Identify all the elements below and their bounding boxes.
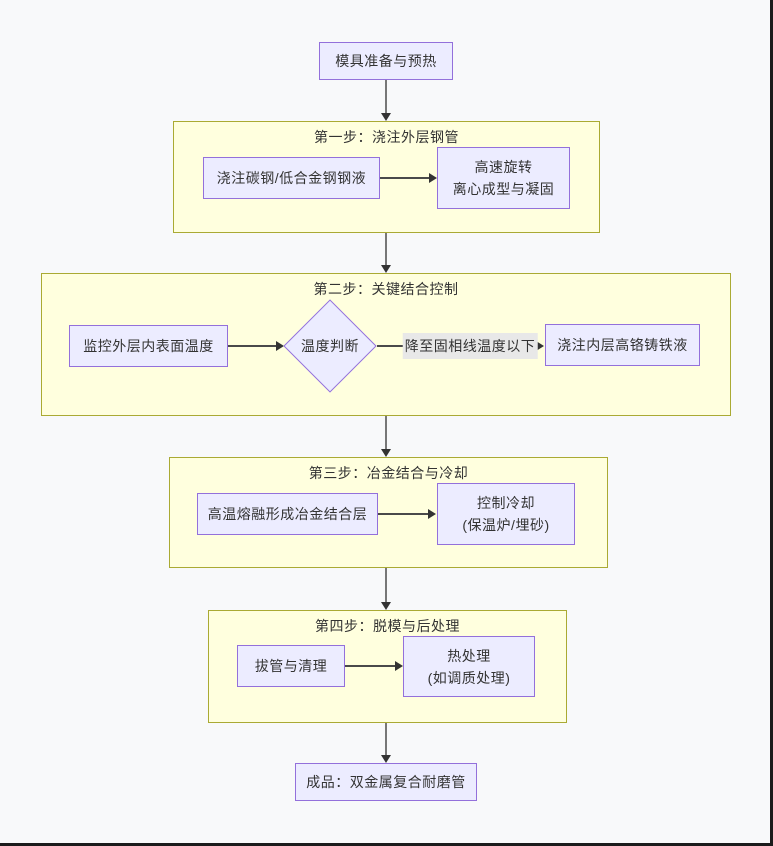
node-mold-preparation: 模具准备与预热 [319,42,453,80]
subgraph-step3-title: 第三步：冶金结合与冷却 [308,465,469,481]
node-final-product: 成品：双金属复合耐磨管 [295,763,477,801]
connector-step4-to-end [385,723,387,756]
node-strip-and-clean: 拔管与清理 [237,645,345,687]
decision-temperature: 温度判断 [283,299,377,393]
node-centrifugal-forming-line2: 离心成型与凝固 [452,181,555,197]
node-final-product-label: 成品：双金属复合耐磨管 [306,774,466,790]
node-mold-preparation-label: 模具准备与预热 [335,53,437,69]
node-metallurgical-bond: 高温熔融形成冶金结合层 [197,493,378,535]
subgraph-step2-title: 第二步：关键结合控制 [313,281,459,297]
node-metallurgical-bond-label: 高温熔融形成冶金结合层 [207,506,368,522]
connector-step2-to-step3 [385,416,387,450]
subgraph-step1-title: 第一步：浇注外层钢管 [314,129,459,145]
decision-temperature-label: 温度判断 [301,338,359,354]
arrowhead-step3-to-step4 [381,602,391,610]
arrowhead-decision-to-pour-inner [536,341,544,351]
connector-bond-to-cooling [378,513,428,515]
arrowhead-strip-to-heat [395,661,403,671]
node-strip-and-clean-label: 拔管与清理 [254,658,328,674]
node-controlled-cooling-line1: 控制冷却 [477,495,535,511]
arrowhead-step2-to-step3 [381,449,391,457]
arrowhead-step4-to-end [381,755,391,763]
node-pour-inner-iron-label: 浇注内层高铬铸铁液 [557,337,688,353]
connector-monitor-to-decision [228,345,276,347]
arrowhead-monitor-to-decision [276,341,284,351]
node-controlled-cooling: 控制冷却 (保温炉/埋砂) [437,483,575,545]
node-centrifugal-forming: 高速旋转 离心成型与凝固 [437,147,570,209]
connector-strip-to-heat [345,665,395,667]
connector-step1-to-step2 [385,233,387,266]
node-pour-inner-iron: 浇注内层高铬铸铁液 [545,324,700,366]
node-controlled-cooling-line2: (保温炉/埋砂) [462,517,550,533]
node-heat-treatment-line2: (如调质处理) [427,669,511,686]
node-pour-outer-steel-label: 浇注碳钢/低合金钢钢液 [216,170,367,186]
node-pour-outer-steel: 浇注碳钢/低合金钢钢液 [203,157,380,199]
subgraph-step4-title: 第四步：脱模与后处理 [315,618,460,634]
edge-label-below-solidus: 降至固相线温度以下 [402,333,538,359]
arrowhead-start-to-step1 [381,113,391,121]
node-monitor-temperature: 监控外层内表面温度 [69,325,228,367]
connector-step3-to-step4 [385,568,387,603]
node-heat-treatment: 热处理 (如调质处理) [403,636,535,697]
node-centrifugal-forming-line1: 高速旋转 [474,159,533,175]
connector-pour-outer-to-centrifugal [380,177,429,179]
arrowhead-step1-to-step2 [381,265,391,273]
arrowhead-bond-to-cooling [428,509,436,519]
arrowhead-pour-outer-to-centrifugal [429,173,437,183]
connector-start-to-step1 [385,80,387,114]
node-heat-treatment-line1: 热处理 [447,647,491,664]
node-monitor-temperature-label: 监控外层内表面温度 [83,338,214,354]
